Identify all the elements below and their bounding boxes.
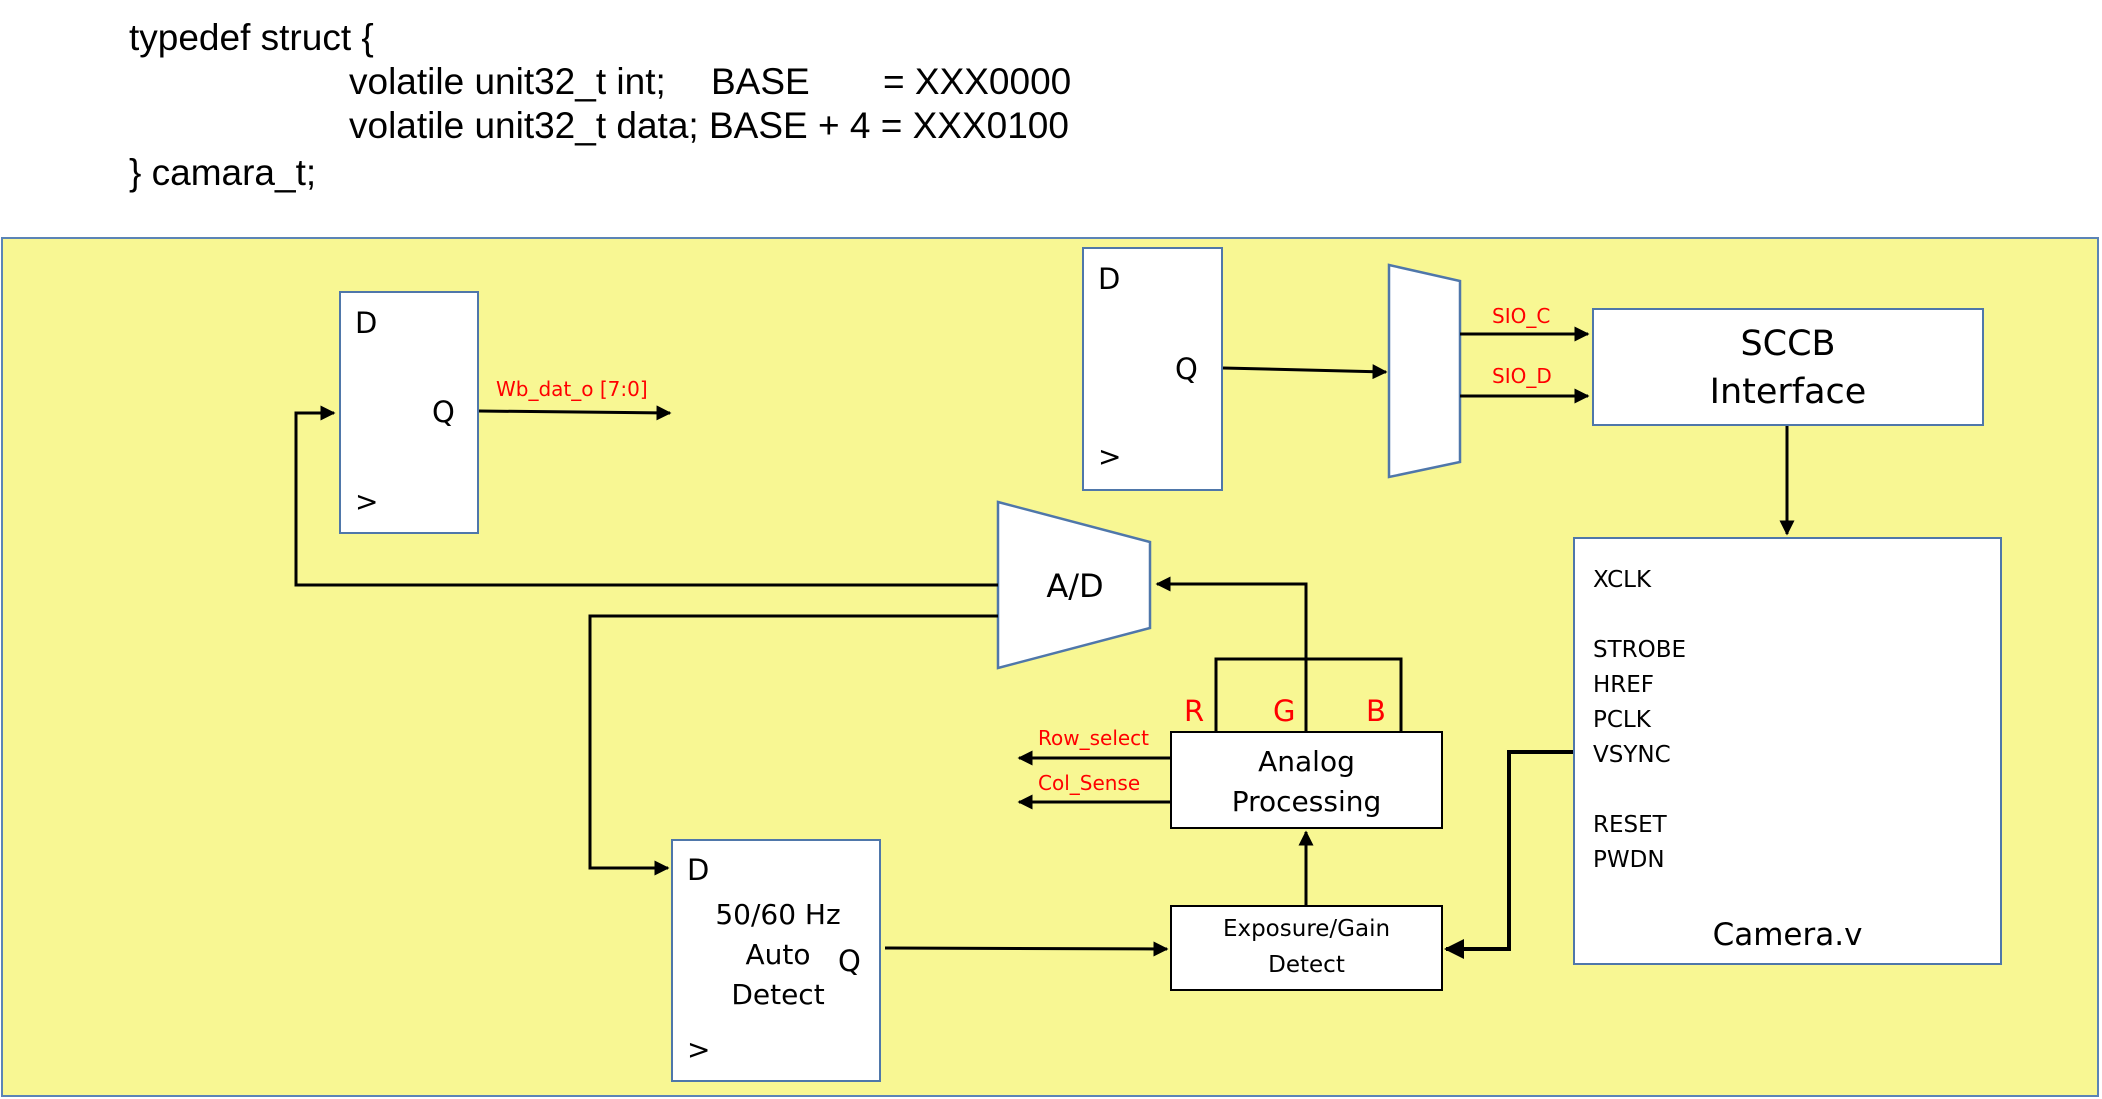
camera-module-name: Camera.v	[1712, 917, 1863, 953]
analog-title-line-1: Analog	[1258, 745, 1355, 778]
sio-c-label: SIO_C	[1492, 304, 1551, 328]
camera-module-block	[1573, 537, 2002, 965]
flicker-detect-block	[671, 839, 881, 1082]
rgb-bus-wire	[1157, 584, 1403, 731]
sio-d-label: SIO_D	[1492, 364, 1552, 388]
flicker-detect-line-3: Detect	[731, 978, 825, 1011]
code-line-2-base: BASE	[711, 61, 810, 102]
code-line-2-addr: = XXX0000	[883, 61, 1072, 102]
wb-register-q-label: Q	[432, 395, 455, 429]
rgb-r-label: R	[1184, 694, 1205, 728]
row-select-label: Row_select	[1038, 726, 1150, 750]
wb-dat-o-wire	[478, 405, 672, 421]
camera-pin-xclk: XCLK	[1593, 567, 1652, 593]
sio-register-clock-label: >	[1098, 440, 1122, 473]
camera-sync-to-exposure-wire	[1444, 750, 1573, 959]
sio-register-to-mux-wire	[1222, 364, 1388, 380]
camera-pin-vsync: VSYNC	[1593, 742, 1671, 768]
flicker-detect-q-label: Q	[838, 944, 861, 978]
code-line-2-decl: volatile unit32_t int;	[349, 61, 666, 102]
rgb-g-label: G	[1273, 694, 1296, 728]
analog-processing-block	[1170, 731, 1443, 829]
wb-dat-o-label: Wb_dat_o [7:0]	[496, 377, 648, 401]
sccb-title-line-2: Interface	[1709, 372, 1867, 412]
code-line-3: volatile unit32_t data; BASE + 4 = XXX01…	[349, 105, 1069, 146]
analog-title-line-2: Processing	[1231, 785, 1382, 818]
adc-to-flicker-detect-wire	[588, 614, 998, 876]
rgb-b-label: B	[1366, 694, 1386, 728]
sio-register-d-label: D	[1098, 262, 1121, 296]
sio-mux-shape	[1387, 263, 1462, 479]
adc-to-wb-register-wire	[294, 405, 998, 587]
camera-pin-pclk: PCLK	[1593, 707, 1651, 733]
code-line-1: typedef struct {	[129, 17, 374, 58]
sio-register-q-label: Q	[1175, 352, 1198, 386]
flicker-detect-clock-label: >	[687, 1033, 711, 1066]
col-sense-label: Col_Sense	[1038, 771, 1141, 795]
exposure-title-line-1: Exposure/Gain	[1222, 916, 1391, 942]
flicker-to-exposure-wire	[884, 941, 1169, 957]
wb-register-block	[339, 291, 479, 534]
adc-shape	[996, 500, 1152, 670]
camera-pin-reset: RESET	[1593, 812, 1667, 838]
exposure-gain-detect-block	[1170, 905, 1443, 991]
camera-pin-pwdn: PWDN	[1593, 847, 1665, 873]
wb-register-d-label: D	[355, 306, 378, 340]
sio-register-block	[1082, 247, 1223, 491]
sccb-interface-block	[1592, 308, 1984, 426]
flicker-detect-line-1: 50/60 Hz	[715, 898, 841, 931]
wb-register-clock-label: >	[355, 485, 379, 518]
camera-pin-href: HREF	[1593, 672, 1655, 698]
exposure-title-line-2: Detect	[1268, 952, 1345, 978]
flicker-detect-d-label: D	[687, 853, 710, 887]
adc-label: A/D	[1046, 567, 1103, 605]
camera-pin-strobe: STROBE	[1593, 637, 1687, 663]
sccb-title-line-1: SCCB	[1740, 324, 1836, 364]
code-line-4: } camara_t;	[129, 152, 317, 193]
flicker-detect-line-2: Auto	[745, 938, 811, 971]
